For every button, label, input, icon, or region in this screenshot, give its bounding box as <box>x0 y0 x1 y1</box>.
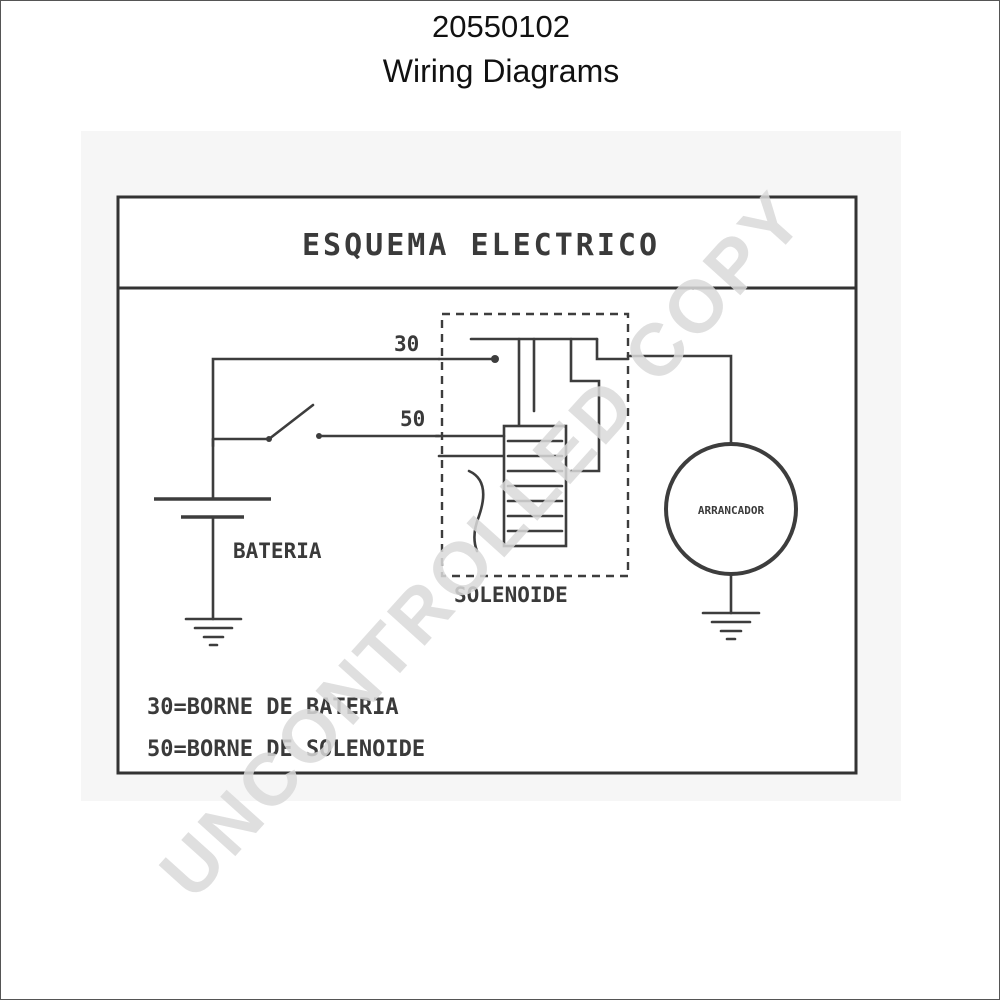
ignition-switch <box>267 403 315 441</box>
starter-label: ARRANCADOR <box>698 504 765 517</box>
legend-terminal-30: 30=BORNE DE BATERIA <box>147 695 399 720</box>
wire-starter-feed <box>626 354 733 446</box>
solenoid-hold-in-lead <box>569 337 601 473</box>
switch-pivot <box>266 436 272 442</box>
solenoid-return-spring <box>467 469 485 553</box>
solenoid <box>434 312 630 578</box>
terminal-30-label: 30 <box>394 332 419 356</box>
starter-ground-icon <box>701 611 761 641</box>
page-title: Wiring Diagrams <box>382 53 620 89</box>
solenoid-label: SOLENOIDE <box>454 583 568 607</box>
wire-terminal-30 <box>211 357 441 448</box>
battery-circuit <box>211 357 441 501</box>
terminal-50-label: 50 <box>400 407 425 431</box>
diagram-title: ESQUEMA ELECTRICO <box>302 228 660 263</box>
terminal-30-contact <box>491 355 499 363</box>
part-number: 20550102 <box>432 9 570 44</box>
battery-symbol <box>154 497 271 621</box>
legend-terminal-50: 50=BORNE DE SOLENOIDE <box>147 737 425 762</box>
battery-ground-icon <box>184 617 243 647</box>
battery-label: BATERIA <box>233 539 322 563</box>
solenoid-output-lead <box>595 337 630 361</box>
